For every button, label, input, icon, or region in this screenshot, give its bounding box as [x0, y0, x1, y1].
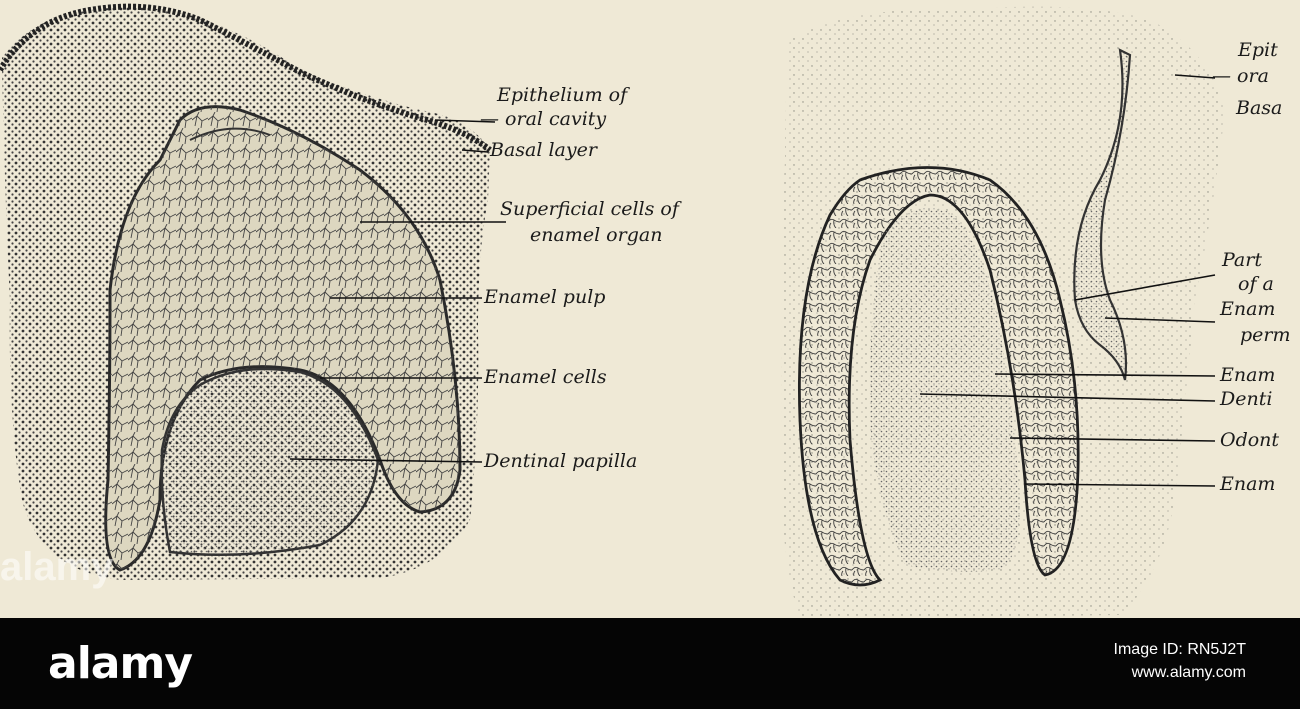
- label-enamel-organ: enamel organ: [530, 224, 663, 246]
- label-epit: Epit: [1238, 39, 1278, 61]
- image-id-block: Image ID: RN5J2T www.alamy.com: [1114, 638, 1246, 684]
- label-superficial-cells: Superficial cells of: [500, 198, 679, 220]
- left-leader-lines: [289, 119, 506, 463]
- label-enam-3: Enam: [1220, 473, 1276, 495]
- right-leader-lines: [919, 74, 1216, 487]
- label-ora-text: ora: [1237, 65, 1269, 87]
- label-dentinal-papilla: Dentinal papilla: [484, 450, 638, 472]
- illustration-plate: Epithelium of — oral cavity Basal layer …: [0, 0, 1300, 618]
- label-oral-cavity: — oral cavity: [480, 108, 607, 130]
- label-enamel-pulp: Enamel pulp: [484, 286, 606, 308]
- right-tooth-germ: [781, 6, 1225, 618]
- left-tooth-germ: [0, 3, 492, 580]
- label-enam-2: Enam: [1220, 364, 1276, 386]
- label-perm: perm: [1240, 324, 1291, 346]
- label-epithelium: Epithelium of: [497, 84, 628, 106]
- histology-figures: [0, 3, 1225, 618]
- watermark-footer: [0, 618, 1300, 709]
- alamy-logo-text: alamy: [48, 637, 193, 689]
- label-denti: Denti: [1220, 388, 1273, 410]
- label-basal-layer: Basal layer: [490, 139, 597, 161]
- alamy-logo: alamy: [48, 637, 193, 689]
- label-enam-1: Enam: [1220, 298, 1276, 320]
- watermark-brand: alamy: [0, 545, 114, 589]
- image-id: Image ID: RN5J2T: [1113, 641, 1246, 658]
- label-of-a: of a: [1238, 273, 1274, 295]
- label-enamel-cells: Enamel cells: [484, 366, 607, 388]
- label-ora: — ora: [1212, 65, 1269, 87]
- site-url: www.alamy.com: [1131, 664, 1246, 681]
- label-odont: Odont: [1220, 429, 1280, 451]
- label-oral-cavity-text: oral cavity: [505, 108, 607, 130]
- label-basa: Basa: [1236, 97, 1283, 119]
- label-part: Part: [1222, 249, 1262, 271]
